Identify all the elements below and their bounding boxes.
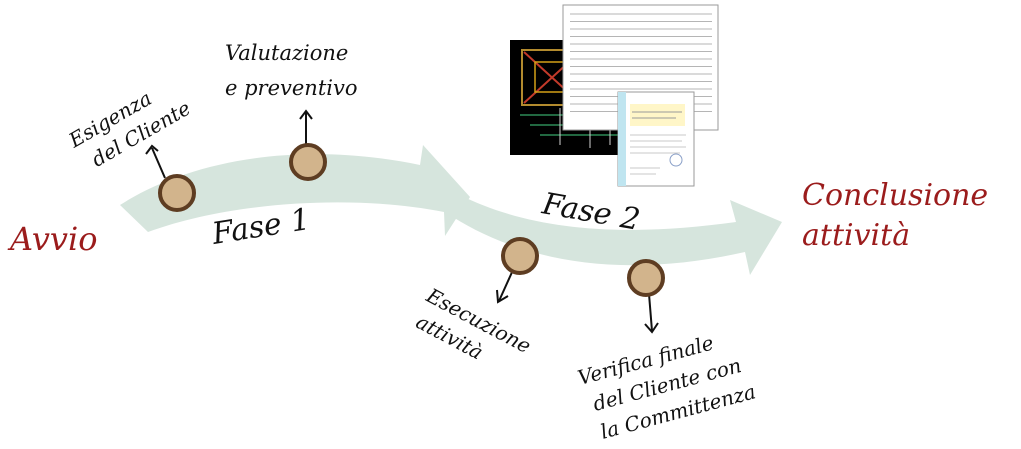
arrow-verifica — [644, 293, 659, 334]
end-label-line2: attività — [802, 218, 910, 253]
milestone-label-esigenza: Esigenza del Cliente — [64, 86, 195, 172]
end-label-line1: Conclusione — [802, 178, 988, 213]
milestone-label-valutazione: Valutazione e preventivo — [225, 41, 358, 100]
milestone-label-esecuzione: Esecuzione attività — [412, 283, 535, 365]
milestone-valutazione-line2: e preventivo — [225, 76, 358, 100]
milestone-circle-verifica — [627, 259, 665, 297]
milestone-circle-esigenza — [158, 174, 196, 212]
milestone-valutazione-line1: Valutazione — [225, 41, 348, 65]
start-label: Avvio — [7, 220, 97, 258]
arrow-esecuzione — [496, 269, 514, 304]
arrow-esigenza — [145, 144, 166, 179]
milestone-arrows — [145, 109, 659, 334]
flow-arrow-2 — [445, 195, 782, 275]
certificate-image — [617, 91, 695, 187]
milestone-circle-valutazione — [289, 143, 327, 181]
arrow-valutazione — [299, 109, 313, 145]
milestone-circle-esecuzione — [501, 237, 539, 275]
milestone-label-verifica: Verifica finale del Cliente con la Commi… — [575, 331, 758, 444]
flow-arrow — [120, 145, 470, 236]
